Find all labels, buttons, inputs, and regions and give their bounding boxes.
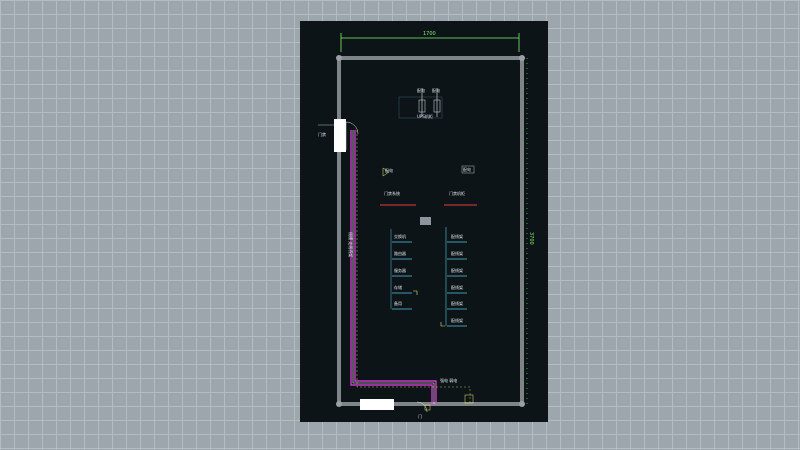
cabinet-right-label: 门禁机柜 — [449, 190, 465, 196]
top-device-label: 配电 — [432, 87, 440, 93]
left-equipment-column: 交换机 路由器 服务器 存储 备用 — [390, 229, 418, 310]
marker-left-label: 配电 — [385, 167, 393, 173]
right-column-item: 配线架 — [451, 284, 463, 290]
marker-right — [461, 165, 475, 174]
bottom-door-opening — [360, 399, 394, 410]
bottom-small-label: 门 — [418, 413, 422, 419]
bottom-door-swing — [416, 401, 428, 413]
wall-corner — [519, 55, 525, 61]
left-column-marker — [413, 290, 418, 295]
right-column-item: 配线架 — [451, 300, 463, 306]
bottom-label: 强电 弱电 — [440, 377, 457, 383]
right-column-marker — [440, 322, 445, 327]
top-dimension — [340, 33, 520, 52]
left-column-item: 备用 — [394, 300, 402, 306]
left-door-label: 门禁 — [318, 131, 326, 137]
top-device-label: 配电 — [417, 87, 425, 93]
ups-caption: UPS机柜 — [417, 113, 433, 119]
left-door-opening — [334, 119, 346, 152]
wall-corner — [336, 401, 342, 407]
cable-run — [350, 130, 471, 404]
right-column-item: 配线架 — [451, 250, 463, 256]
left-door-swing — [345, 121, 359, 135]
right-column-item: 配线架 — [451, 267, 463, 273]
cabinet-left-label: 门禁系统 — [384, 190, 400, 196]
top-dimension-label: 1700 — [423, 31, 436, 37]
marker-right-label: 配电 — [463, 166, 471, 172]
right-column-item: 配线架 — [451, 317, 463, 323]
bottom-terminal — [424, 404, 431, 411]
left-column-item: 存储 — [394, 284, 402, 290]
room-wall — [337, 56, 524, 406]
right-column-item: 配线架 — [451, 233, 463, 239]
top-device-group: 配电 配电 UPS机柜 — [398, 87, 443, 119]
left-column-item: 服务器 — [394, 267, 406, 273]
right-dimension-label: 3700 — [528, 232, 534, 245]
ups-cabinet — [398, 96, 443, 119]
left-column-item: 交换机 — [394, 233, 406, 239]
bottom-terminal — [464, 394, 474, 404]
center-equipment-icon — [420, 217, 431, 225]
cable-tray-label: 线槽 走线桥架 — [348, 232, 354, 257]
wall-corner — [519, 401, 525, 407]
left-column-item: 路由器 — [394, 250, 406, 256]
wall-corner — [336, 55, 342, 61]
marker-left — [382, 167, 390, 177]
right-equipment-column: 配线架 配线架 配线架 配线架 配线架 配线架 — [440, 227, 467, 327]
